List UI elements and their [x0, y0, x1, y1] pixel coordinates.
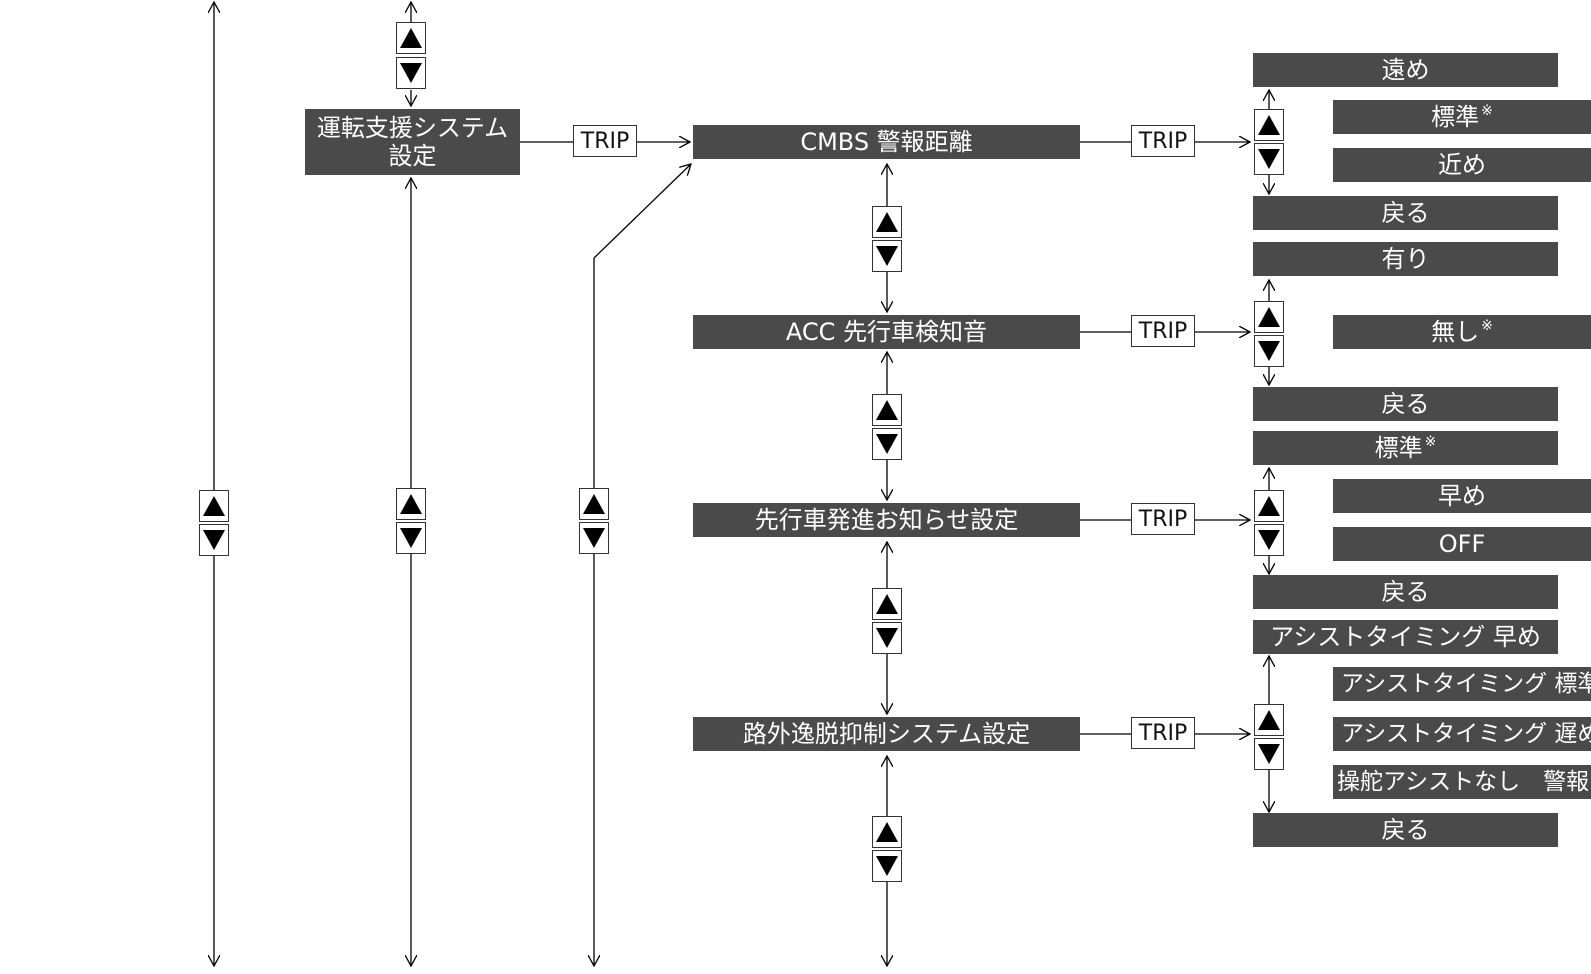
- option-label: 標準: [1374, 434, 1423, 462]
- up-arrow-icon: [400, 494, 422, 514]
- up-arrow-icon: [1258, 710, 1280, 730]
- trip-button-departure[interactable]: TRIP: [1131, 503, 1195, 535]
- down-arrow-button[interactable]: [396, 522, 426, 554]
- sub-item-lead-vehicle-departure[interactable]: 先行車発進お知らせ設定: [693, 503, 1080, 537]
- option-label: 無し: [1431, 318, 1480, 346]
- option-near[interactable]: 近め: [1333, 148, 1591, 182]
- down-arrow-button[interactable]: [579, 522, 609, 554]
- down-arrow-button[interactable]: [1254, 335, 1284, 367]
- option-back[interactable]: 戻る: [1253, 387, 1558, 421]
- down-arrow-icon: [876, 434, 898, 454]
- down-arrow-icon: [1258, 530, 1280, 550]
- up-arrow-icon: [876, 212, 898, 232]
- trip-button-main[interactable]: TRIP: [573, 125, 637, 157]
- option-label: アシストタイミング 標準: [1341, 671, 1591, 697]
- down-arrow-icon: [1258, 744, 1280, 764]
- up-arrow-icon: [876, 822, 898, 842]
- up-arrow-button[interactable]: [872, 206, 902, 238]
- down-arrow-button[interactable]: [199, 524, 229, 556]
- option-standard[interactable]: 標準※: [1253, 431, 1558, 465]
- down-arrow-button[interactable]: [1254, 143, 1284, 175]
- down-arrow-icon: [1258, 149, 1280, 169]
- up-arrow-button[interactable]: [396, 22, 426, 54]
- down-arrow-button[interactable]: [872, 622, 902, 654]
- option-assist-standard[interactable]: アシストタイミング 標準※: [1333, 667, 1591, 701]
- option-back[interactable]: 戻る: [1253, 575, 1558, 609]
- up-arrow-icon: [876, 400, 898, 420]
- option-off[interactable]: OFF: [1333, 527, 1591, 561]
- up-arrow-icon: [1258, 496, 1280, 516]
- up-arrow-button[interactable]: [579, 488, 609, 520]
- up-arrow-icon: [400, 28, 422, 48]
- down-arrow-button[interactable]: [872, 240, 902, 272]
- trip-button-acc[interactable]: TRIP: [1131, 315, 1195, 347]
- down-arrow-icon: [583, 528, 605, 548]
- option-assist-early[interactable]: アシストタイミング 早め: [1253, 620, 1558, 654]
- up-arrow-icon: [1258, 307, 1280, 327]
- up-arrow-button[interactable]: [396, 488, 426, 520]
- down-arrow-icon: [876, 628, 898, 648]
- up-arrow-icon: [1258, 115, 1280, 135]
- option-standard[interactable]: 標準※: [1333, 100, 1591, 134]
- option-back[interactable]: 戻る: [1253, 196, 1558, 230]
- up-arrow-icon: [583, 494, 605, 514]
- down-arrow-icon: [1258, 341, 1280, 361]
- up-arrow-button[interactable]: [872, 816, 902, 848]
- option-assist-late[interactable]: アシストタイミング 遅め: [1333, 717, 1591, 751]
- down-arrow-button[interactable]: [872, 850, 902, 882]
- up-arrow-button[interactable]: [1254, 490, 1284, 522]
- up-arrow-icon: [876, 594, 898, 614]
- up-arrow-button[interactable]: [199, 490, 229, 522]
- trip-button-cmbs[interactable]: TRIP: [1131, 125, 1195, 157]
- down-arrow-button[interactable]: [1254, 524, 1284, 556]
- trip-button-road-departure[interactable]: TRIP: [1131, 717, 1195, 749]
- down-arrow-button[interactable]: [872, 428, 902, 460]
- sub-item-acc-lead-vehicle-beep[interactable]: ACC 先行車検知音: [693, 315, 1080, 349]
- up-arrow-icon: [203, 496, 225, 516]
- up-arrow-button[interactable]: [872, 394, 902, 426]
- down-arrow-icon: [876, 856, 898, 876]
- sub-item-road-departure-mitigation[interactable]: 路外逸脱抑制システム設定: [693, 717, 1080, 751]
- option-on[interactable]: 有り: [1253, 242, 1558, 276]
- option-warning-only[interactable]: 操舵アシストなし 警報のみ: [1333, 765, 1591, 799]
- up-arrow-button[interactable]: [1254, 704, 1284, 736]
- down-arrow-icon: [400, 63, 422, 83]
- down-arrow-button[interactable]: [1254, 738, 1284, 770]
- down-arrow-button[interactable]: [396, 57, 426, 89]
- up-arrow-button[interactable]: [1254, 109, 1284, 141]
- main-item-line2: 設定: [388, 142, 437, 170]
- main-item-line1: 運転支援システム: [316, 114, 509, 142]
- option-back[interactable]: 戻る: [1253, 813, 1558, 847]
- option-early[interactable]: 早め: [1333, 479, 1591, 513]
- down-arrow-icon: [203, 530, 225, 550]
- up-arrow-button[interactable]: [872, 588, 902, 620]
- main-item-driver-assist-settings[interactable]: 運転支援システム 設定: [305, 109, 520, 175]
- option-off[interactable]: 無し※: [1333, 315, 1591, 349]
- sub-item-cmbs-warning-distance[interactable]: CMBS 警報距離: [693, 125, 1080, 159]
- up-arrow-button[interactable]: [1254, 301, 1284, 333]
- down-arrow-icon: [400, 528, 422, 548]
- down-arrow-icon: [876, 246, 898, 266]
- option-label: 標準: [1431, 103, 1480, 131]
- option-far[interactable]: 遠め: [1253, 53, 1558, 87]
